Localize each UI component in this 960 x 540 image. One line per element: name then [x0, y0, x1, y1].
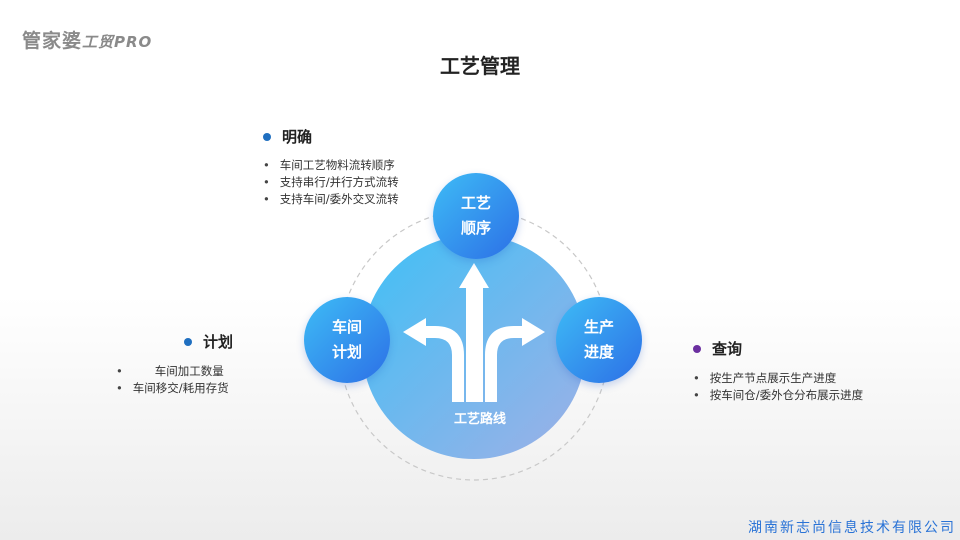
node-process-order: 工艺顺序 [433, 173, 519, 259]
center-label: 工艺路线 [453, 412, 506, 427]
list-item: 支持串行/并行方式流转 [263, 174, 399, 191]
node-label: 工艺 [460, 194, 491, 212]
list-item: 按车间仓/委外仓分布展示进度 [693, 387, 863, 404]
section-heading-chaxun: 查询 [693, 338, 742, 359]
node-workshop-plan: 车间计划 [304, 297, 390, 383]
section-heading-jihua: 计划 [184, 331, 233, 352]
logo-brand: 管家婆 [22, 30, 83, 52]
heading-text: 查询 [712, 340, 743, 358]
node-label: 生产 [583, 318, 614, 336]
company-footer: 湖南新志尚信息技术有限公司 [748, 520, 956, 536]
list-item: 支持车间/委外交叉流转 [263, 191, 399, 208]
heading-text: 明确 [282, 128, 313, 146]
node-label: 车间 [331, 318, 362, 336]
mingque-list: 车间工艺物料流转顺序 支持串行/并行方式流转 支持车间/委外交叉流转 [263, 157, 399, 208]
list-item: 车间加工数量 [116, 363, 229, 380]
list-item: 按生产节点展示生产进度 [693, 370, 863, 387]
logo: 管家婆工贸PRO [22, 26, 152, 53]
bullet-dot-icon [184, 337, 192, 346]
page-title: 工艺管理 [440, 54, 520, 78]
chaxun-list: 按生产节点展示生产进度 按车间仓/委外仓分布展示进度 [693, 370, 863, 404]
node-label: 顺序 [460, 219, 491, 237]
bullet-dot-icon [263, 132, 271, 141]
heading-text: 计划 [203, 333, 234, 351]
jihua-list: 车间加工数量 车间移交/耗用存货 [116, 363, 229, 397]
list-item: 车间移交/耗用存货 [116, 380, 229, 397]
node-label: 计划 [331, 343, 362, 361]
section-heading-mingque: 明确 [263, 126, 312, 147]
list-item-text: 车间加工数量 [154, 364, 224, 378]
bullet-dot-icon [693, 344, 701, 353]
node-label: 进度 [583, 343, 614, 361]
logo-product: 工贸PRO [82, 33, 153, 51]
node-production-progress: 生产进度 [556, 297, 642, 383]
list-item: 车间工艺物料流转顺序 [263, 157, 399, 174]
